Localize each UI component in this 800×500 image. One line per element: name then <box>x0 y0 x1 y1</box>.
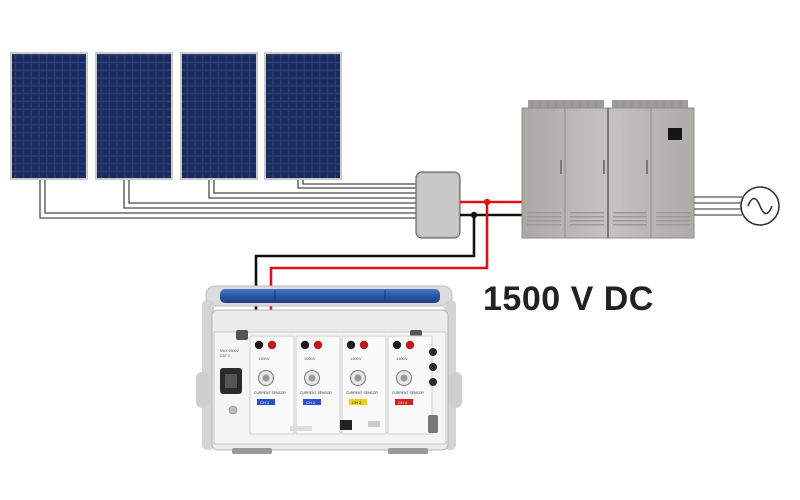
aux-connectors <box>428 348 438 433</box>
sensor-label-3: CURRENT SENSOR <box>346 391 378 395</box>
ac-output-wires <box>694 196 742 216</box>
dc-bus <box>460 198 522 219</box>
svg-text:1500V: 1500V <box>258 356 270 361</box>
solar-panel-array <box>10 52 342 180</box>
solar-panel-icon <box>180 52 258 180</box>
channel-module: 1500V CURRENT SENSOR CH 4 <box>387 335 433 435</box>
sensor-label-4: CURRENT SENSOR <box>392 391 424 395</box>
channel-module: 1500V CURRENT SENSOR CH 2 <box>295 335 341 435</box>
combiner-box-icon <box>415 171 461 239</box>
sensor-label-1: CURRENT SENSOR <box>254 391 286 395</box>
svg-text:1500V: 1500V <box>396 356 408 361</box>
svg-text:MAX 1500V: MAX 1500V <box>220 349 239 353</box>
channel-tag-4: CH 4 <box>398 400 408 405</box>
channel-tag-1: CH 1 <box>260 400 270 405</box>
solar-panel-icon <box>95 52 173 180</box>
solar-panel-icon <box>264 52 342 180</box>
inverter-cabinet-icon <box>521 100 695 239</box>
channel-module: 1500V CURRENT SENSOR CH 3 <box>341 335 387 435</box>
svg-text:1500V: 1500V <box>304 356 316 361</box>
ac-source-icon <box>740 186 780 226</box>
string-wires <box>39 180 416 219</box>
svg-text:1500V: 1500V <box>350 356 362 361</box>
sensor-label-2: CURRENT SENSOR <box>300 391 332 395</box>
channel-tag-3: CH 3 <box>352 400 362 405</box>
channel-tag-2: CH 2 <box>306 400 316 405</box>
voltage-label: 1500 V DC <box>483 280 654 318</box>
solar-panel-icon <box>10 52 88 180</box>
svg-text:CAT II: CAT II <box>220 354 230 358</box>
power-analyzer-icon: MAX 1500V CAT II 1500V CURRENT SENSOR CH… <box>196 285 462 454</box>
channel-module: 1500V CURRENT SENSOR CH 1 <box>249 335 295 435</box>
